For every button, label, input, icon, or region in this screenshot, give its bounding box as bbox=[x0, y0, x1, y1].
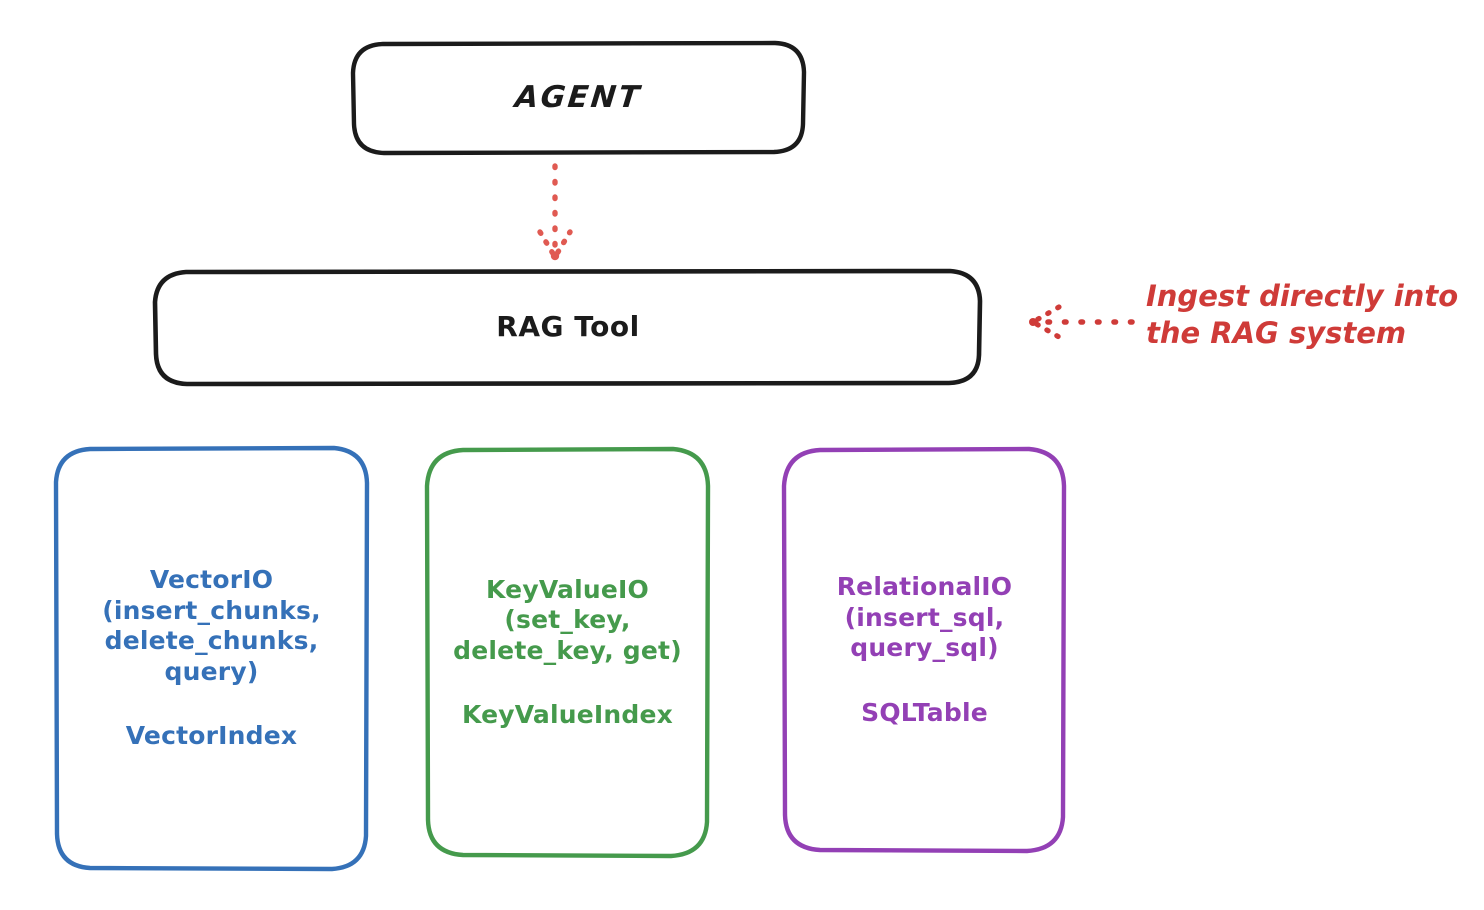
vector-index-label: VectorIndex bbox=[125, 721, 298, 751]
key-value-io-node[interactable]: KeyValueIO (set_key, delete_key, get) Ke… bbox=[427, 449, 708, 856]
sql-table-label: SQLTable bbox=[861, 697, 988, 727]
rag-tool-label: RAG Tool bbox=[496, 310, 640, 344]
vector-io-node[interactable]: VectorIO (insert_chunks, delete_chunks, … bbox=[56, 448, 367, 869]
relational-io-primary-label: RelationalIO (insert_sql, query_sql) bbox=[836, 572, 1013, 662]
agent-to-rag-tool-arrow bbox=[537, 163, 573, 261]
relational-io-box-outline bbox=[781, 446, 1067, 854]
relational-io-node[interactable]: RelationalIO (insert_sql, query_sql) SQL… bbox=[785, 449, 1064, 851]
key-value-io-primary-label: KeyValueIO (set_key, delete_key, get) bbox=[453, 574, 682, 665]
agent-box-outline bbox=[350, 40, 807, 156]
key-value-io-box-outline bbox=[424, 446, 711, 859]
vector-io-box-outline bbox=[53, 445, 370, 872]
rag-tool-node[interactable]: RAG Tool bbox=[155, 271, 981, 384]
vector-io-primary-label: VectorIO (insert_chunks, delete_chunks, … bbox=[102, 565, 321, 686]
rag-tool-box-outline bbox=[152, 268, 983, 387]
ingest-annotation-label: Ingest directly into the RAG system bbox=[1146, 279, 1459, 351]
agent-node[interactable]: AGENT bbox=[353, 43, 804, 153]
key-value-index-label: KeyValueIndex bbox=[461, 700, 674, 729]
ingest-annotation-arrow bbox=[1029, 304, 1135, 340]
agent-label: AGENT bbox=[513, 79, 644, 115]
